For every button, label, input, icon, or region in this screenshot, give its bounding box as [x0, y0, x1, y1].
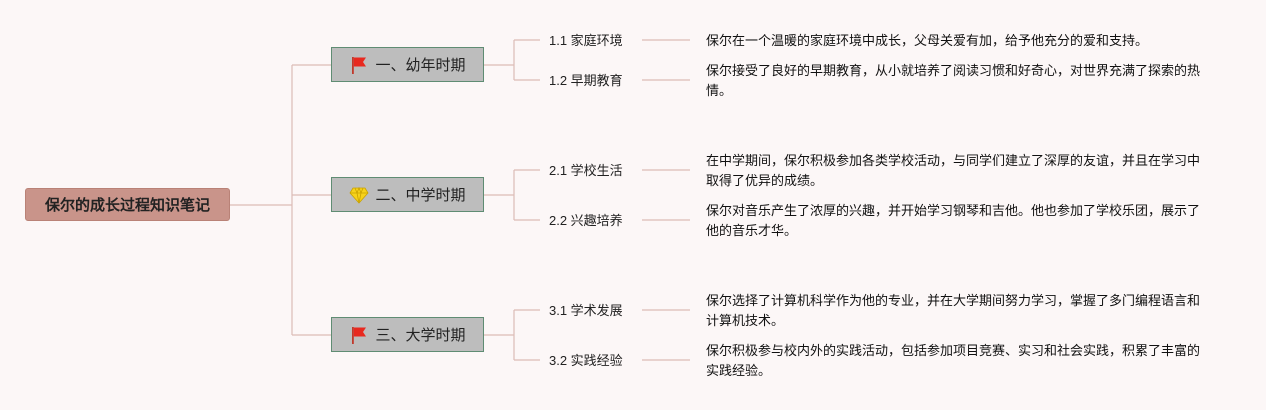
leaf-school-life[interactable]: 2.1 学校生活: [549, 163, 623, 178]
desc-early-education: 保尔接受了良好的早期教育，从小就培养了阅读习惯和好奇心，对世界充满了探索的热情。: [706, 63, 1201, 98]
leaf-early-education[interactable]: 1.2 早期教育: [549, 73, 623, 88]
connector-leaves-1: [484, 39, 540, 81]
leaf-practical-experience[interactable]: 3.2 实践经验: [549, 353, 623, 368]
desc-family-environment: 保尔在一个温暖的家庭环境中成长，父母关爱有加，给予他充分的爱和支持。: [706, 33, 1149, 48]
leaf-academic-development[interactable]: 3.1 学术发展: [549, 303, 623, 318]
branch-label: 一、幼年时期: [375, 57, 466, 74]
root-node[interactable]: 保尔的成长过程知识笔记: [25, 188, 230, 221]
leaf-family-environment[interactable]: 1.1 家庭环境: [549, 33, 623, 48]
branch-node-middle-school[interactable]: 二、中学时期: [331, 177, 484, 212]
red-flag-icon: [352, 326, 367, 344]
branch-label: 二、中学时期: [375, 187, 466, 204]
red-flag-icon: [352, 56, 367, 74]
connector-leaves-2: [484, 169, 540, 221]
desc-practical-experience: 保尔积极参与校内外的实践活动，包括参加项目竞赛、实习和社会实践，积累了丰富的实践…: [706, 343, 1201, 378]
leaf-interest-development[interactable]: 2.2 兴趣培养: [549, 213, 623, 228]
branch-node-university[interactable]: 三、大学时期: [331, 317, 484, 352]
desc-school-life: 在中学期间，保尔积极参加各类学校活动，与同学们建立了深厚的友谊，并且在学习中取得…: [706, 153, 1201, 188]
branch-label: 三、大学时期: [375, 327, 466, 344]
desc-interest-development: 保尔对音乐产生了浓厚的兴趣，并开始学习钢琴和吉他。他也参加了学校乐团，展示了他的…: [706, 203, 1201, 238]
root-label: 保尔的成长过程知识笔记: [44, 197, 210, 214]
branch-node-childhood[interactable]: 一、幼年时期: [331, 47, 484, 82]
connector-leaves-3: [484, 309, 540, 361]
diamond-gem-icon: [349, 186, 369, 204]
desc-academic-development: 保尔选择了计算机科学作为他的专业，并在大学期间努力学习，掌握了多门编程语言和计算…: [706, 293, 1201, 328]
